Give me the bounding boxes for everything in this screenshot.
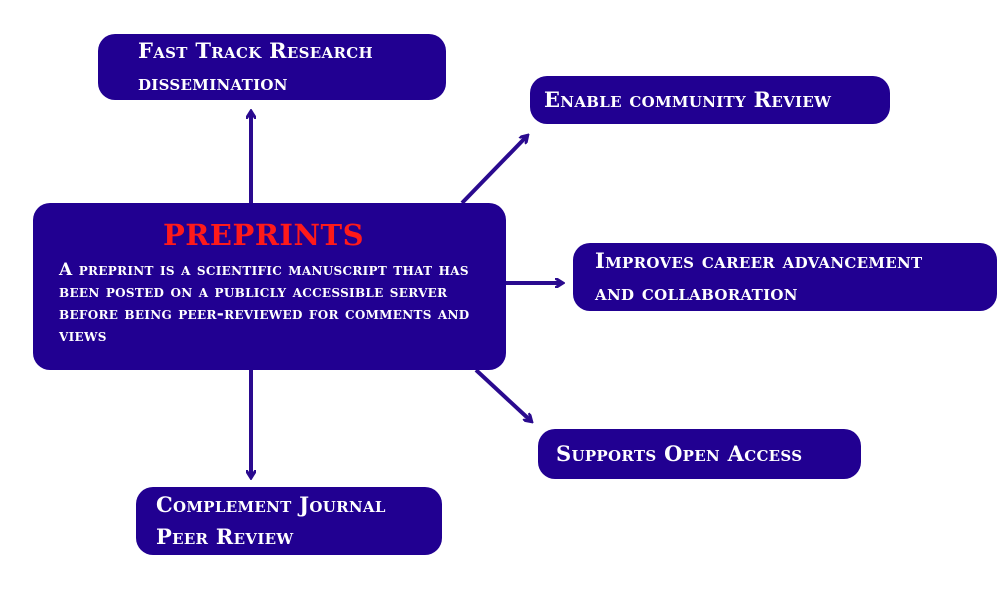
node-fast-track-research: Fast Track Research dissemination [98,34,446,100]
node-complement-journal-line1: Complement Journal [156,492,386,517]
arrow-to-community [460,136,527,205]
central-title: PREPRINTS [163,218,365,252]
node-complement-journal-line2: Peer Review [156,524,294,549]
node-supports-open-access: Supports Open Access [538,429,861,479]
node-improves-career: Improves career advancement and collabor… [573,243,997,311]
node-fast-track-research-line2: dissemination [138,70,288,95]
node-enable-community-review: Enable community Review [530,76,890,124]
node-enable-community-review-label: Enable community Review [544,87,832,112]
node-fast-track-research-line1: Fast Track Research [138,38,373,63]
arrow-to-open-access [474,368,531,421]
central-preprints-box: PREPRINTS A preprint is a scientific man… [33,203,506,370]
node-improves-career-line1: Improves career advancement [595,248,923,273]
node-improves-career-line2: and collaboration [595,280,798,305]
node-complement-journal-review: Complement Journal Peer Review [136,487,442,555]
central-description: A preprint is a scientific manuscript th… [59,260,470,346]
node-supports-open-access-label: Supports Open Access [556,441,803,466]
